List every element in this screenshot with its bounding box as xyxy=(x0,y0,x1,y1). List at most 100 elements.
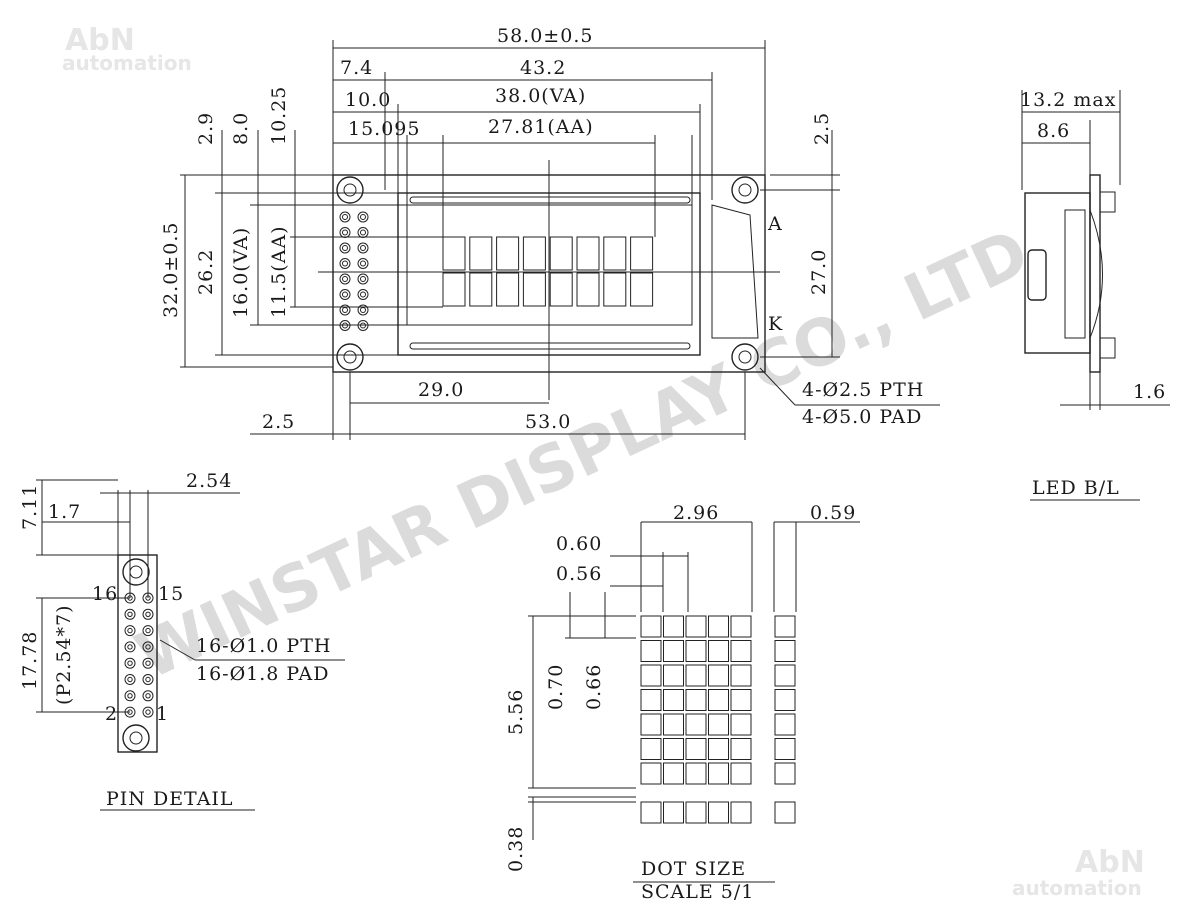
pin-pad xyxy=(142,706,154,718)
dot xyxy=(730,762,752,785)
pin-hole xyxy=(360,322,366,329)
side-view-title: LED B/L xyxy=(1032,477,1120,499)
dot xyxy=(640,738,662,760)
character-cell xyxy=(576,272,600,307)
pin-pad xyxy=(124,592,136,604)
pin-pad xyxy=(124,625,136,637)
dim-0-56: 0.56 xyxy=(556,563,602,585)
dim-5-56: 5.56 xyxy=(505,689,527,735)
pin-header xyxy=(339,211,369,331)
pin-hole xyxy=(342,307,348,313)
dim-2-9: 2.9 xyxy=(195,112,217,145)
dim-17-78: 17.78 xyxy=(19,631,41,690)
dot xyxy=(663,615,684,638)
underline-dot xyxy=(730,801,752,824)
mounting-holes xyxy=(336,176,759,371)
dim-26-2: 26.2 xyxy=(195,249,217,295)
pin-pad xyxy=(339,227,351,238)
dim-aa-height: 11.5(AA) xyxy=(268,225,290,318)
mounting-hole xyxy=(129,731,143,745)
mounting-hole xyxy=(129,565,143,579)
underline-dot xyxy=(663,801,684,824)
pin-hole xyxy=(342,229,348,236)
viewing-area xyxy=(406,204,693,326)
side-bezel xyxy=(1024,192,1091,354)
pin-hole xyxy=(127,676,133,683)
character-cell xyxy=(576,236,600,271)
dot xyxy=(640,713,662,736)
dot xyxy=(708,713,729,736)
pin-pad xyxy=(339,320,351,331)
dot xyxy=(708,762,729,785)
dot xyxy=(730,664,752,687)
underline-dot xyxy=(685,801,707,824)
logo-top-left-sub: automation xyxy=(62,51,192,75)
pin-hole xyxy=(360,276,366,282)
cursor-dot xyxy=(774,762,796,785)
pin-hole xyxy=(342,291,348,298)
dim-43-2: 43.2 xyxy=(520,57,566,79)
cursor-dot xyxy=(774,713,796,736)
dim-53-0: 53.0 xyxy=(525,411,571,433)
dim-10-0: 10.0 xyxy=(345,89,391,111)
pin-hole xyxy=(342,245,348,251)
pin-hole xyxy=(342,276,348,282)
pin-pad xyxy=(339,304,351,316)
dim-0-66: 0.66 xyxy=(583,664,605,710)
pin-hole xyxy=(342,260,348,267)
pin-pad-note: 16-Ø1.8 PAD xyxy=(196,663,329,685)
pin-pad xyxy=(142,657,154,669)
dot xyxy=(640,615,662,638)
dim-15-095: 15.095 xyxy=(348,118,420,140)
character-cell xyxy=(442,236,466,271)
label-cathode: K xyxy=(768,313,783,335)
pin-pad xyxy=(124,608,136,620)
dim-27-0: 27.0 xyxy=(808,249,830,295)
pin-pad xyxy=(357,258,369,269)
dot xyxy=(708,615,729,638)
watermark-text: WINSTAR DISPLAY CO., LTD xyxy=(125,216,1039,695)
pin-16-label: 16 xyxy=(92,583,118,605)
pin-detail-view xyxy=(117,554,158,753)
dim-pitch-note: (P2.54*7) xyxy=(53,604,75,705)
cursor-dot xyxy=(774,689,796,711)
pin-hole xyxy=(360,229,366,236)
bezel-bottom-bar xyxy=(409,342,691,350)
dim-8-6: 8.6 xyxy=(1037,120,1070,142)
mounting-hole-pad xyxy=(122,558,150,586)
character-cells xyxy=(442,236,654,307)
dimension-lines xyxy=(36,40,1170,883)
dot xyxy=(730,689,752,711)
pin-pad xyxy=(142,625,154,637)
dot xyxy=(685,664,707,687)
pin-pad xyxy=(124,657,136,669)
logo-bottom-right-sub: automation xyxy=(1012,876,1142,900)
pin-2-label: 2 xyxy=(105,703,118,725)
pin-15-label: 15 xyxy=(158,583,184,605)
character-cell xyxy=(549,272,573,307)
dim-29-0: 29.0 xyxy=(418,379,464,401)
dim-1-7: 1.7 xyxy=(48,501,81,523)
underline-dot xyxy=(640,801,662,824)
label-anode: A xyxy=(767,213,783,235)
pin-hole xyxy=(127,660,133,666)
side-view xyxy=(1024,174,1116,373)
dim-va-width: 38.0(VA) xyxy=(495,85,586,107)
dim-0-59: 0.59 xyxy=(810,502,856,524)
character-cell xyxy=(496,236,520,271)
dot xyxy=(730,615,752,638)
pin-pad xyxy=(339,273,351,285)
dot xyxy=(663,738,684,760)
dot xyxy=(730,738,752,760)
cursor-dot xyxy=(774,738,796,760)
pin-pad xyxy=(124,641,136,653)
pin-pad xyxy=(124,690,136,702)
pin-pad xyxy=(142,690,154,702)
dot xyxy=(708,640,729,662)
pin-pad xyxy=(339,258,351,269)
dot-size-title: DOT SIZE xyxy=(641,858,746,880)
pin-pad xyxy=(142,641,154,653)
dim-10-25: 10.25 xyxy=(268,86,290,145)
pin-hole xyxy=(360,245,366,251)
mounting-hole xyxy=(738,350,752,364)
